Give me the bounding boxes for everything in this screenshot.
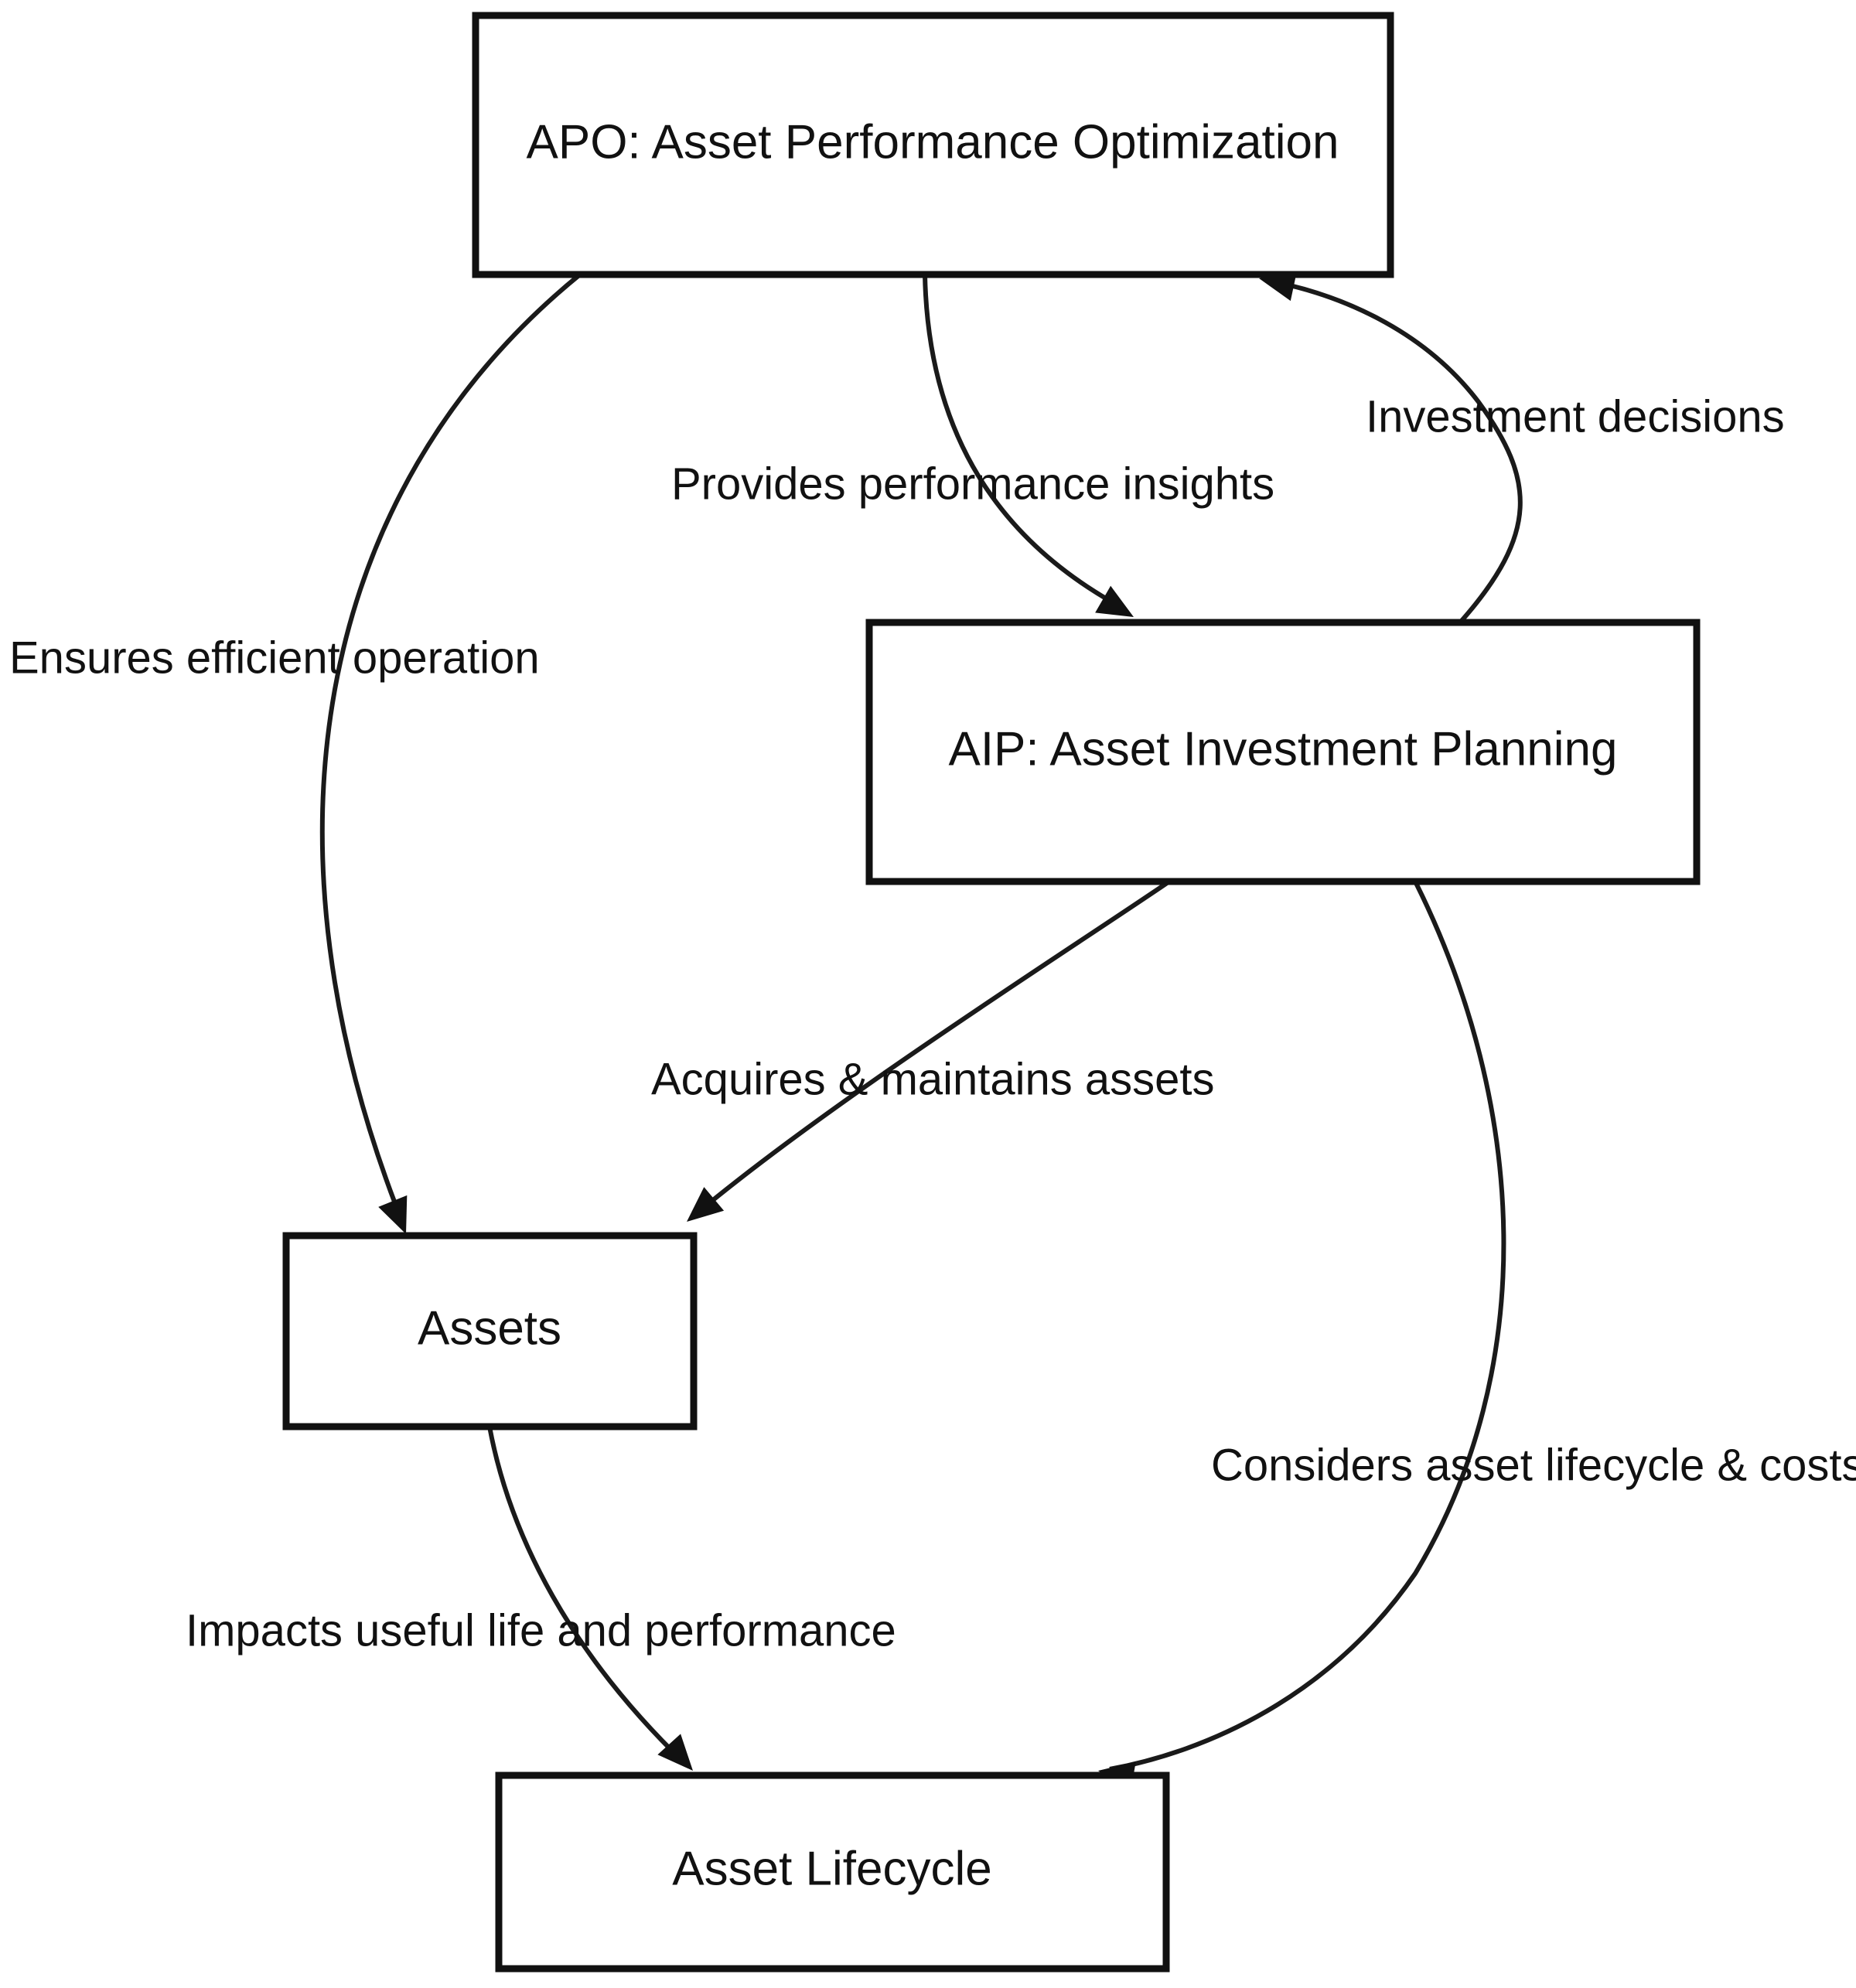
arrow-head-assets-lifecycle: [657, 1734, 693, 1771]
edge-assets-lifecycle[interactable]: [487, 1426, 705, 1781]
node-label-apo: APO: Asset Performance Optimization: [527, 115, 1339, 169]
edge-path-apo-assets: [319, 272, 582, 1223]
node-box-lifecycle: [495, 1771, 1170, 1973]
node-apo[interactable]: APO: Asset Performance Optimization: [472, 12, 1394, 278]
edge-label-investment-decisions: Investment decisions: [1366, 391, 1785, 442]
node-label-assets: Assets: [418, 1301, 561, 1355]
nodes-layer: APO: Asset Performance Optimization AIP:…: [282, 12, 1701, 1973]
edge-label-ensures-efficient-operation: Ensures efficient operation: [9, 633, 540, 683]
node-box-apo: [472, 12, 1394, 278]
arrow-head-aip-assets: [687, 1187, 725, 1222]
edge-label-provides-performance-insights: Provides performance insights: [671, 459, 1274, 509]
node-label-aip: AIP: Asset Investment Planning: [948, 722, 1617, 776]
edge-aip-apo[interactable]: [1256, 263, 1523, 624]
edge-aip-assets[interactable]: [677, 879, 1171, 1233]
edge-aip-lifecycle[interactable]: [1096, 880, 1506, 1792]
arrow-head-aip-apo: [1259, 271, 1298, 302]
edge-apo-assets[interactable]: [319, 272, 582, 1240]
edge-apo-aip[interactable]: [923, 274, 1141, 630]
edge-label-acquires-maintains-assets: Acquires & maintains assets: [651, 1054, 1215, 1104]
arrow-head-apo-aip: [1095, 585, 1134, 617]
edge-path-assets-lifecycle: [487, 1426, 687, 1765]
arrow-head-apo-assets: [378, 1195, 408, 1234]
edge-path-apo-aip: [923, 274, 1127, 612]
node-box-assets: [282, 1232, 698, 1430]
edge-label-considers-asset-lifecycle-costs: Considers asset lifecycle & costs: [1211, 1440, 1856, 1490]
edge-label-impacts-useful-life-and-performance: Impacts useful life and performance: [186, 1605, 896, 1656]
edges-layer: [319, 263, 1523, 1792]
edge-path-aip-assets: [694, 879, 1171, 1216]
edge-path-aip-apo: [1267, 278, 1523, 624]
node-assets[interactable]: Assets: [282, 1232, 698, 1430]
edge-path-aip-lifecycle: [1109, 880, 1506, 1771]
edge-labels-layer: Ensures efficient operation Provides per…: [9, 391, 1856, 1656]
node-box-aip: [865, 619, 1701, 885]
node-lifecycle[interactable]: Asset Lifecycle: [495, 1771, 1170, 1973]
node-label-lifecycle: Asset Lifecycle: [672, 1842, 992, 1895]
node-aip[interactable]: AIP: Asset Investment Planning: [865, 619, 1701, 885]
